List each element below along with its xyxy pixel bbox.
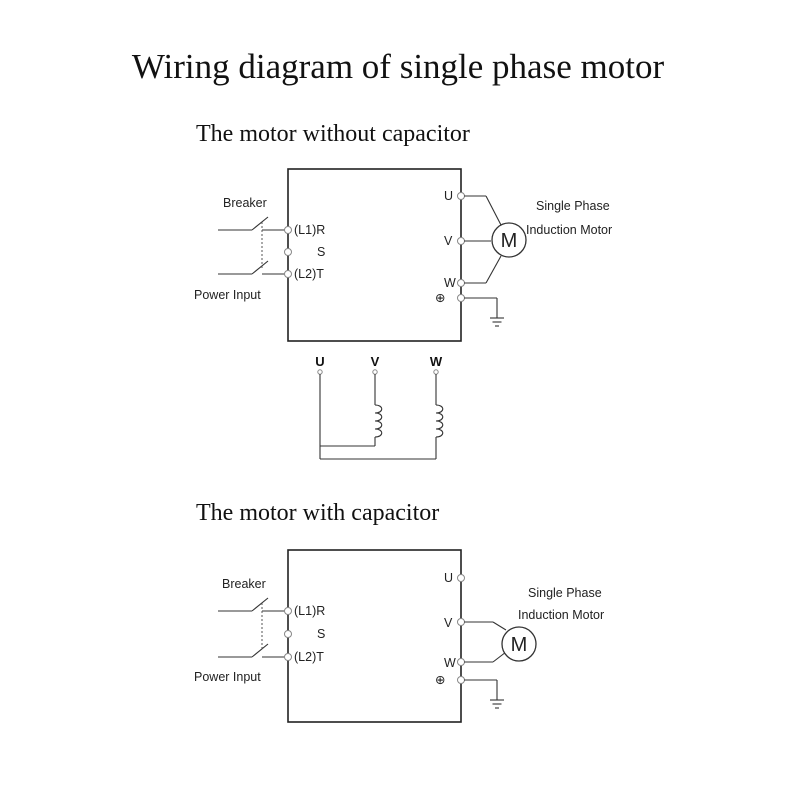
terminal-w-label: W xyxy=(444,656,456,670)
motor-letter: M xyxy=(511,634,528,656)
winding-schematic xyxy=(317,369,439,460)
inverter-box xyxy=(287,549,462,723)
breaker-label: Breaker xyxy=(222,577,266,591)
breaker-label: Breaker xyxy=(223,196,267,210)
earth-ground-icon xyxy=(490,699,504,709)
ground-terminal-icon: ⊕ xyxy=(435,673,445,687)
input-terminals xyxy=(284,607,292,661)
motor-label-line1: Single Phase xyxy=(536,199,610,213)
motor-label-line2: Induction Motor xyxy=(518,608,604,622)
terminal-v-label: V xyxy=(444,616,453,630)
terminal-s-label: S xyxy=(317,245,325,259)
motor-wiring xyxy=(464,621,507,700)
terminal-u-label: U xyxy=(444,189,453,203)
winding-v-label: V xyxy=(371,354,380,369)
inverter-box xyxy=(287,168,462,342)
power-input-label: Power Input xyxy=(194,670,261,684)
terminal-s-label: S xyxy=(317,627,325,641)
motor-icon xyxy=(491,222,527,258)
winding-w-coil-icon xyxy=(435,404,444,438)
terminal-t-label: (L2)T xyxy=(294,267,324,281)
motor-icon xyxy=(501,626,537,662)
winding-v-coil-icon xyxy=(374,404,383,438)
motor-label-line2: Induction Motor xyxy=(526,223,612,237)
terminal-u-label: U xyxy=(444,571,453,585)
terminal-v-label: V xyxy=(444,234,453,248)
power-input-label: Power Input xyxy=(194,288,261,302)
page-title: Wiring diagram of single phase motor xyxy=(132,47,665,86)
breaker-switch xyxy=(218,597,286,658)
output-terminals xyxy=(457,192,465,302)
input-terminals xyxy=(284,226,292,278)
ground-terminal-icon: ⊕ xyxy=(435,291,445,305)
heading-without-capacitor: The motor without capacitor xyxy=(196,121,470,147)
diagram-with-capacitor: The motor with capacitor Breaker Power I… xyxy=(194,500,604,723)
winding-w-label: W xyxy=(430,354,443,369)
motor-letter: M xyxy=(501,230,518,252)
diagram-without-capacitor: The motor without capacitor Breaker Powe… xyxy=(194,121,612,460)
terminal-w-label: W xyxy=(444,276,456,290)
motor-wiring xyxy=(464,195,502,318)
earth-ground-icon xyxy=(490,317,504,327)
terminal-r-label: (L1)R xyxy=(294,604,325,618)
terminal-r-label: (L1)R xyxy=(294,223,325,237)
motor-label-line1: Single Phase xyxy=(528,586,602,600)
terminal-t-label: (L2)T xyxy=(294,650,324,664)
breaker-switch xyxy=(218,216,286,275)
heading-with-capacitor: The motor with capacitor xyxy=(196,500,439,526)
winding-u-label: U xyxy=(315,354,324,369)
